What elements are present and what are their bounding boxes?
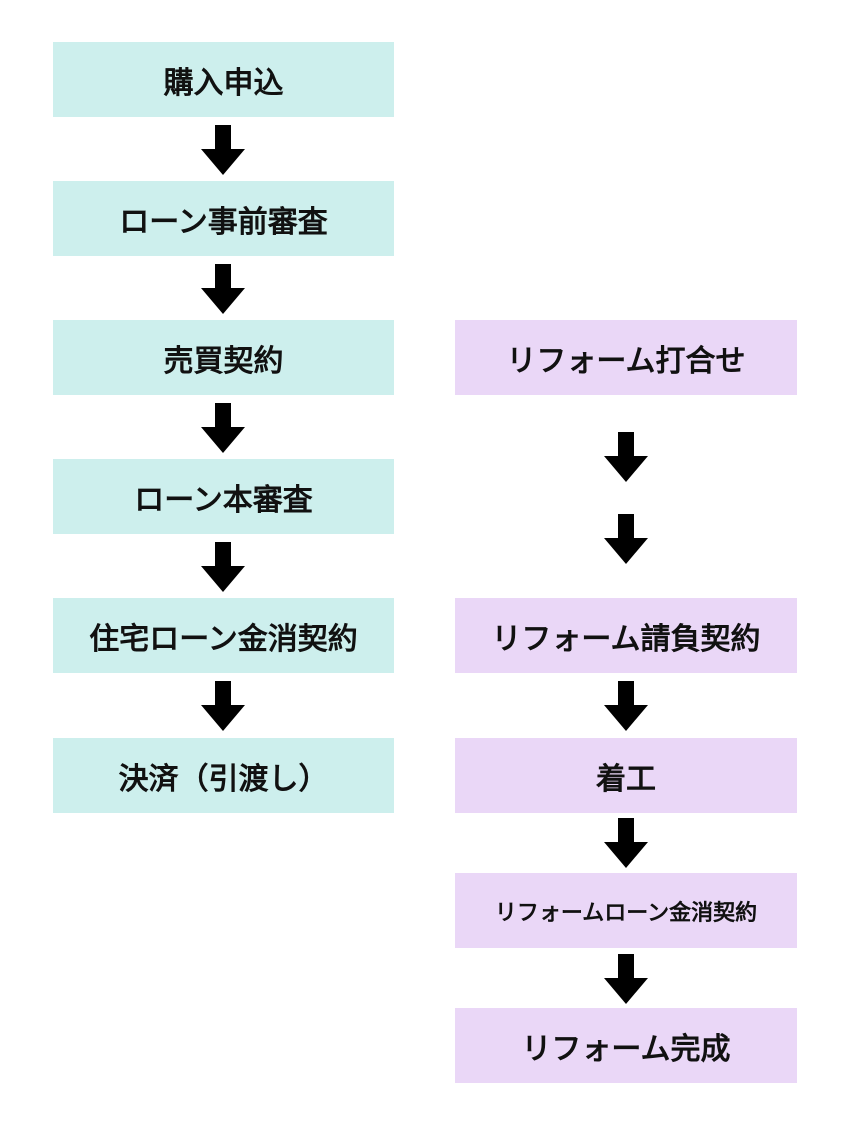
down-arrow-icon bbox=[602, 514, 650, 566]
down-arrow-icon bbox=[199, 264, 247, 316]
step-construction-start: 着工 bbox=[455, 738, 797, 813]
step-label: 購入申込 bbox=[163, 65, 284, 101]
step-label: リフォーム打合せ bbox=[506, 343, 746, 379]
step-loan-main-screening: ローン本審査 bbox=[53, 459, 394, 534]
down-arrow-icon bbox=[602, 954, 650, 1006]
step-renovation-meeting: リフォーム打合せ bbox=[455, 320, 797, 395]
step-renovation-contract: リフォーム請負契約 bbox=[455, 598, 797, 673]
step-loan-pre-screening: ローン事前審査 bbox=[53, 181, 394, 256]
step-label: 着工 bbox=[596, 761, 656, 797]
step-label: ローン本審査 bbox=[134, 482, 313, 518]
step-label: 住宅ローン金消契約 bbox=[89, 621, 358, 657]
down-arrow-icon bbox=[199, 542, 247, 594]
step-label: リフォーム請負契約 bbox=[491, 621, 761, 657]
down-arrow-icon bbox=[602, 681, 650, 733]
step-sales-contract: 売買契約 bbox=[53, 320, 394, 395]
step-renovation-loan-contract: リフォームローン金消契約 bbox=[455, 873, 797, 948]
step-label: リフォームローン金消契約 bbox=[494, 900, 758, 926]
step-label: 売買契約 bbox=[163, 343, 284, 379]
down-arrow-icon bbox=[199, 125, 247, 177]
down-arrow-icon bbox=[199, 681, 247, 733]
down-arrow-icon bbox=[602, 432, 650, 484]
step-housing-loan-contract: 住宅ローン金消契約 bbox=[53, 598, 394, 673]
step-label: 決済（引渡し） bbox=[118, 761, 329, 797]
step-purchase-application: 購入申込 bbox=[53, 42, 394, 117]
down-arrow-icon bbox=[602, 818, 650, 870]
down-arrow-icon bbox=[199, 403, 247, 455]
step-renovation-complete: リフォーム完成 bbox=[455, 1008, 797, 1083]
step-settlement-handover: 決済（引渡し） bbox=[53, 738, 394, 813]
step-label: ローン事前審査 bbox=[119, 204, 328, 240]
step-label: リフォーム完成 bbox=[521, 1031, 731, 1067]
